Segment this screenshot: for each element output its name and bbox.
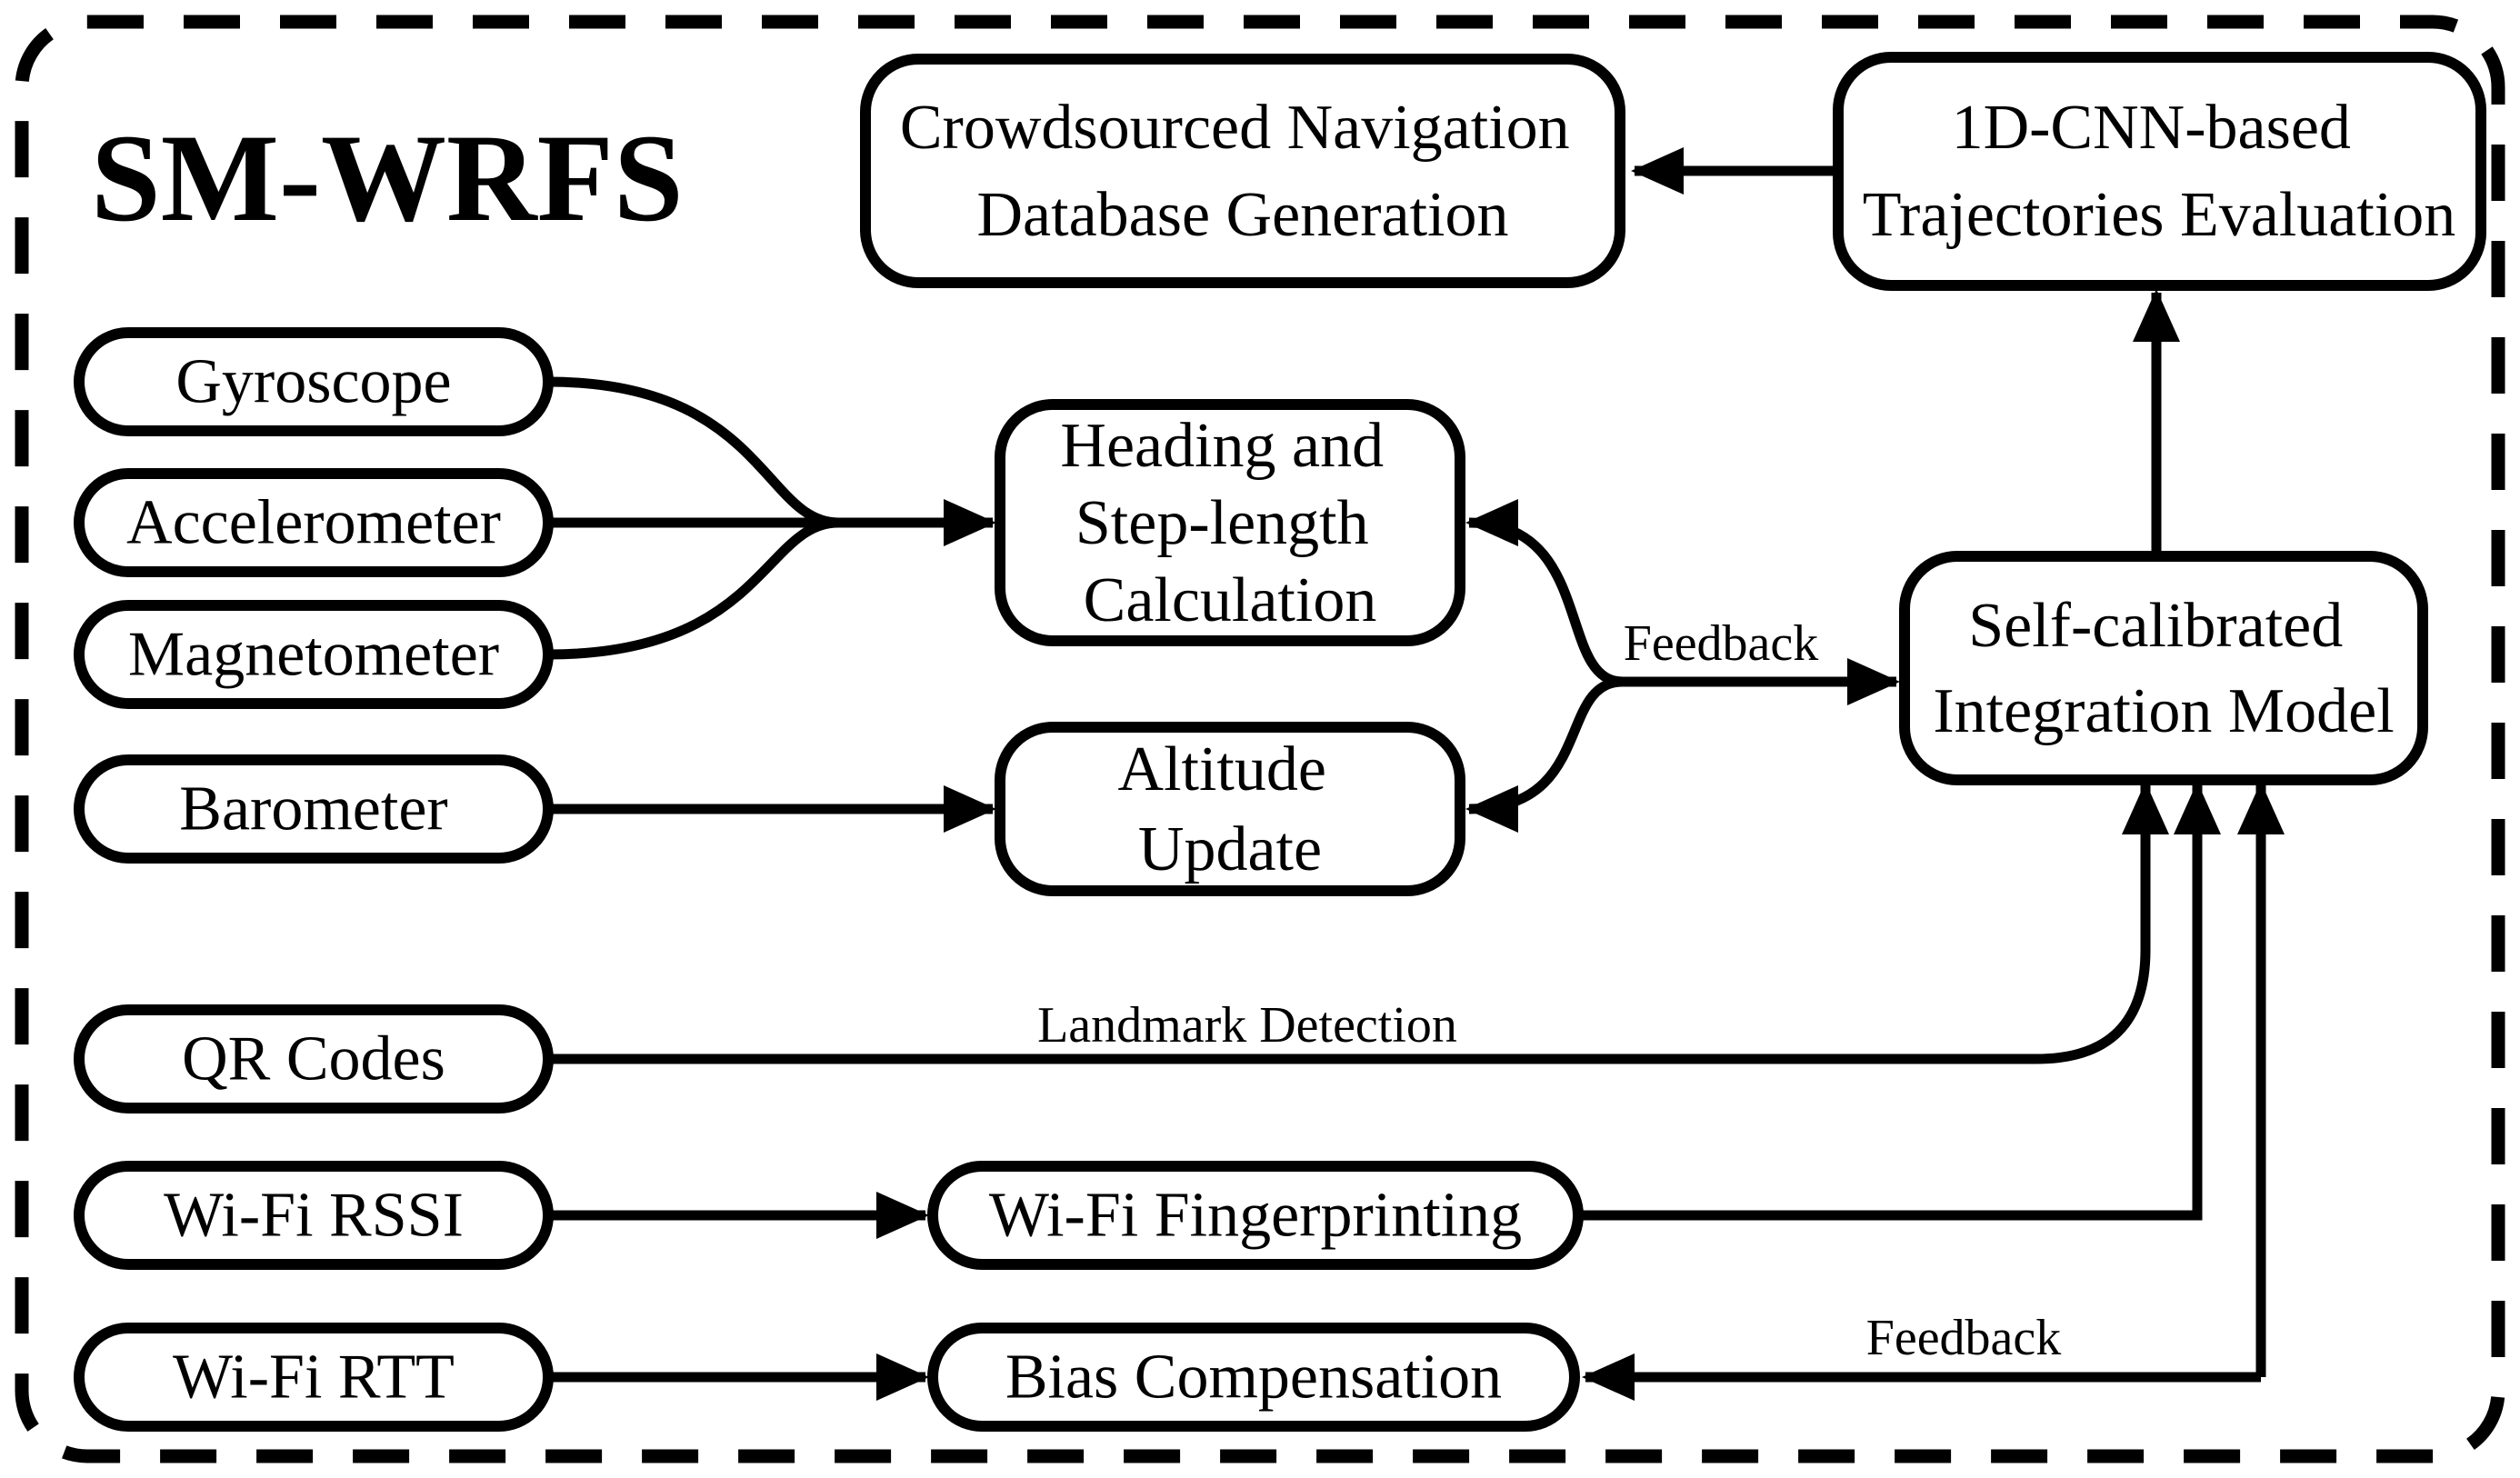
node-bias-compensation-label: Bias Compensation bbox=[1005, 1343, 1502, 1413]
node-heading-step-length: Heading and Step-length Calculation bbox=[995, 399, 1465, 646]
diagram-title: SM-WRFS bbox=[91, 108, 684, 247]
node-qr-codes-box bbox=[74, 1004, 554, 1113]
node-altitude-update: Altitude Update bbox=[995, 722, 1465, 896]
edges bbox=[547, 147, 2285, 1401]
feedback-bottom-label: Feedback bbox=[1866, 1310, 2062, 1366]
node-bias-compensation-box bbox=[927, 1323, 1580, 1432]
feedback-top-label: Feedback bbox=[1624, 615, 1819, 672]
node-wifi-fingerprinting-box bbox=[927, 1161, 1584, 1270]
node-crowdsourced-navigation: Crowdsourced Navigation Database Generat… bbox=[860, 54, 1625, 288]
node-altitude-label: Altitude Update bbox=[1118, 734, 1343, 884]
node-crowdsourced-label: Crowdsourced Navigation Database Generat… bbox=[900, 93, 1585, 250]
node-cnn-evaluation: 1D-CNN-based Trajectories Evaluation bbox=[1833, 52, 2486, 291]
node-cnn-box bbox=[1833, 52, 2486, 291]
node-model-label: Self-calibrated Integration Model bbox=[1933, 591, 2394, 746]
edge-qr-to-model bbox=[548, 782, 2169, 1064]
node-gyroscope-label: Gyroscope bbox=[175, 347, 451, 417]
edge-feedback-to-altitude bbox=[1465, 676, 1624, 833]
node-wifi-fingerprinting: Wi-Fi Fingerprinting bbox=[927, 1161, 1584, 1270]
node-qr-codes-label: QR Codes bbox=[182, 1024, 445, 1094]
edge-magnetometer-merge bbox=[547, 517, 839, 660]
node-accelerometer-label: Accelerometer bbox=[126, 488, 501, 558]
node-self-calibrated-model: Self-calibrated Integration Model bbox=[1899, 551, 2428, 785]
node-wifi-rtt-label: Wi-Fi RTT bbox=[173, 1343, 455, 1413]
node-heading-box bbox=[995, 399, 1465, 646]
node-wifi-rssi-box bbox=[74, 1161, 554, 1270]
edge-fingerprinting-to-model bbox=[1578, 782, 2221, 1221]
node-accelerometer: Accelerometer bbox=[74, 468, 554, 577]
node-wifi-rssi: Wi-Fi RSSI bbox=[74, 1161, 554, 1270]
node-wifi-rtt-box bbox=[74, 1323, 554, 1432]
node-bias-compensation: Bias Compensation bbox=[927, 1323, 1580, 1432]
landmark-detection-label: Landmark Detection bbox=[1037, 997, 1457, 1054]
node-magnetometer-label: Magnetometer bbox=[128, 620, 499, 690]
node-qr-codes: QR Codes bbox=[74, 1004, 554, 1113]
node-magnetometer: Magnetometer bbox=[74, 600, 554, 709]
node-cnn-label: 1D-CNN-based Trajectories Evaluation bbox=[1863, 93, 2456, 250]
node-wifi-fingerprinting-label: Wi-Fi Fingerprinting bbox=[989, 1181, 1522, 1251]
node-wifi-rtt: Wi-Fi RTT bbox=[74, 1323, 554, 1432]
node-barometer-box bbox=[74, 754, 554, 864]
node-altitude-box bbox=[995, 722, 1465, 896]
node-model-box bbox=[1899, 551, 2428, 785]
node-gyroscope: Gyroscope bbox=[74, 327, 554, 436]
node-barometer-label: Barometer bbox=[179, 774, 447, 844]
edge-feedback-to-heading bbox=[1465, 499, 1624, 687]
node-heading-label: Heading and Step-length Calculation bbox=[1060, 411, 1399, 635]
node-gyroscope-box bbox=[74, 327, 554, 436]
node-accelerometer-box bbox=[74, 468, 554, 577]
node-wifi-rssi-label: Wi-Fi RSSI bbox=[164, 1181, 464, 1251]
node-magnetometer-box bbox=[74, 600, 554, 709]
node-crowdsourced-box bbox=[860, 54, 1625, 288]
system-boundary-border bbox=[15, 15, 2505, 1463]
node-barometer: Barometer bbox=[74, 754, 554, 864]
edge-gyroscope-merge bbox=[547, 376, 839, 528]
